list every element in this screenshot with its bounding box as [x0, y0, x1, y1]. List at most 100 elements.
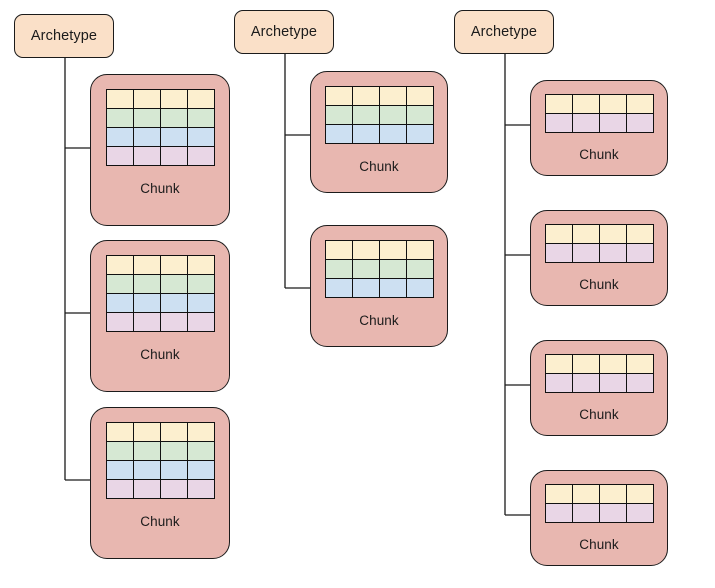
chunk-grid-cell[interactable] — [352, 260, 380, 279]
chunk-grid-cell[interactable] — [599, 355, 627, 374]
chunk-grid-cell[interactable] — [160, 147, 188, 166]
chunk-grid-cell[interactable] — [352, 87, 380, 106]
chunk-grid-cell[interactable] — [545, 355, 573, 374]
chunk-grid-cell[interactable] — [379, 260, 407, 279]
chunk-grid-cell[interactable] — [133, 275, 161, 294]
chunk-grid-cell[interactable] — [160, 423, 188, 442]
chunk-grid-cell[interactable] — [187, 294, 215, 313]
chunk-node-column-3-2[interactable]: Chunk — [530, 210, 668, 306]
chunk-grid-cell[interactable] — [379, 125, 407, 144]
chunk-grid-cell[interactable] — [599, 225, 627, 244]
chunk-grid-cell[interactable] — [160, 480, 188, 499]
chunk-grid-cell[interactable] — [160, 442, 188, 461]
chunk-grid-cell[interactable] — [406, 125, 434, 144]
chunk-grid-cell[interactable] — [160, 313, 188, 332]
chunk-grid-cell[interactable] — [545, 485, 573, 504]
chunk-grid-cell[interactable] — [545, 504, 573, 523]
chunk-grid-cell[interactable] — [106, 480, 134, 499]
chunk-grid-cell[interactable] — [106, 313, 134, 332]
chunk-grid-cell[interactable] — [133, 294, 161, 313]
chunk-grid-cell[interactable] — [626, 374, 654, 393]
chunk-grid-cell[interactable] — [106, 128, 134, 147]
chunk-grid-cell[interactable] — [599, 485, 627, 504]
chunk-grid-cell[interactable] — [133, 128, 161, 147]
chunk-grid-cell[interactable] — [352, 279, 380, 298]
chunk-grid-cell[interactable] — [599, 95, 627, 114]
chunk-grid-cell[interactable] — [352, 125, 380, 144]
chunk-grid-cell[interactable] — [160, 461, 188, 480]
chunk-node-column-3-3[interactable]: Chunk — [530, 340, 668, 436]
chunk-grid-cell[interactable] — [572, 225, 600, 244]
chunk-grid-cell[interactable] — [406, 279, 434, 298]
chunk-grid-cell[interactable] — [545, 225, 573, 244]
chunk-grid-cell[interactable] — [379, 106, 407, 125]
chunk-grid-cell[interactable] — [160, 109, 188, 128]
chunk-grid-cell[interactable] — [626, 225, 654, 244]
chunk-grid-cell[interactable] — [187, 480, 215, 499]
chunk-grid-cell[interactable] — [352, 241, 380, 260]
chunk-grid-cell[interactable] — [133, 442, 161, 461]
chunk-grid-cell[interactable] — [133, 313, 161, 332]
chunk-grid-cell[interactable] — [160, 256, 188, 275]
chunk-grid-cell[interactable] — [572, 355, 600, 374]
chunk-grid-cell[interactable] — [187, 90, 215, 109]
chunk-grid-cell[interactable] — [187, 128, 215, 147]
chunk-grid-cell[interactable] — [187, 313, 215, 332]
chunk-grid-cell[interactable] — [572, 485, 600, 504]
chunk-grid-cell[interactable] — [379, 279, 407, 298]
chunk-grid-cell[interactable] — [626, 95, 654, 114]
chunk-node-column-1-1[interactable]: Chunk — [90, 74, 230, 226]
chunk-grid-cell[interactable] — [160, 275, 188, 294]
chunk-grid-cell[interactable] — [406, 106, 434, 125]
chunk-grid-cell[interactable] — [106, 275, 134, 294]
chunk-grid-cell[interactable] — [106, 294, 134, 313]
chunk-grid-cell[interactable] — [106, 109, 134, 128]
chunk-grid-cell[interactable] — [106, 423, 134, 442]
chunk-grid-cell[interactable] — [325, 260, 353, 279]
chunk-grid-cell[interactable] — [106, 442, 134, 461]
chunk-grid-cell[interactable] — [572, 114, 600, 133]
chunk-grid-cell[interactable] — [106, 90, 134, 109]
chunk-grid-cell[interactable] — [187, 109, 215, 128]
chunk-grid-cell[interactable] — [406, 241, 434, 260]
chunk-grid-cell[interactable] — [599, 244, 627, 263]
chunk-grid-cell[interactable] — [599, 114, 627, 133]
chunk-grid-cell[interactable] — [379, 87, 407, 106]
chunk-grid-cell[interactable] — [160, 90, 188, 109]
chunk-grid-cell[interactable] — [572, 374, 600, 393]
chunk-grid-cell[interactable] — [599, 374, 627, 393]
chunk-grid-cell[interactable] — [626, 485, 654, 504]
chunk-grid-cell[interactable] — [187, 147, 215, 166]
chunk-grid-cell[interactable] — [572, 244, 600, 263]
chunk-grid-cell[interactable] — [626, 504, 654, 523]
chunk-node-column-1-3[interactable]: Chunk — [90, 407, 230, 559]
chunk-grid-cell[interactable] — [626, 114, 654, 133]
archetype-node-1[interactable]: Archetype — [14, 14, 114, 58]
chunk-grid-cell[interactable] — [545, 114, 573, 133]
chunk-grid-cell[interactable] — [626, 244, 654, 263]
chunk-grid-cell[interactable] — [133, 90, 161, 109]
chunk-grid-cell[interactable] — [133, 480, 161, 499]
chunk-grid-cell[interactable] — [406, 87, 434, 106]
chunk-grid-cell[interactable] — [599, 504, 627, 523]
chunk-grid-cell[interactable] — [545, 95, 573, 114]
chunk-grid-cell[interactable] — [187, 423, 215, 442]
chunk-grid-cell[interactable] — [133, 256, 161, 275]
archetype-node-2[interactable]: Archetype — [234, 10, 334, 54]
chunk-grid-cell[interactable] — [187, 256, 215, 275]
chunk-grid-cell[interactable] — [325, 87, 353, 106]
chunk-grid-cell[interactable] — [160, 294, 188, 313]
chunk-grid-cell[interactable] — [325, 125, 353, 144]
archetype-node-3[interactable]: Archetype — [454, 10, 554, 54]
chunk-grid-cell[interactable] — [379, 241, 407, 260]
chunk-grid-cell[interactable] — [572, 504, 600, 523]
chunk-grid-cell[interactable] — [133, 109, 161, 128]
chunk-grid-cell[interactable] — [187, 275, 215, 294]
chunk-grid-cell[interactable] — [160, 128, 188, 147]
chunk-grid-cell[interactable] — [106, 256, 134, 275]
chunk-grid-cell[interactable] — [352, 106, 380, 125]
chunk-node-column-3-1[interactable]: Chunk — [530, 80, 668, 176]
chunk-node-column-3-4[interactable]: Chunk — [530, 470, 668, 566]
chunk-grid-cell[interactable] — [106, 461, 134, 480]
chunk-grid-cell[interactable] — [187, 461, 215, 480]
